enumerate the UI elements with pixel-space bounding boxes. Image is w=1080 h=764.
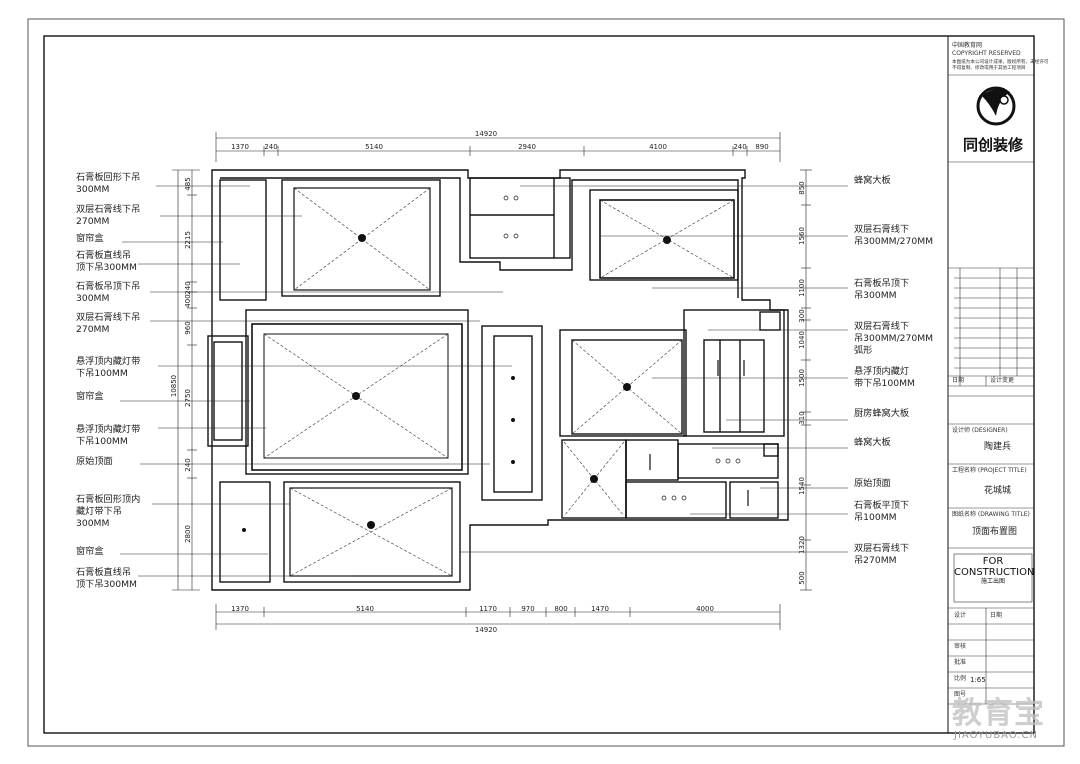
construction-stamp: FOR CONSTRUCTION 施工出图 <box>954 556 1035 586</box>
title-block-note: 本图纸为本公司设计成果，版权所有，未经许可 不得复制、修改或用于其他工程项目 <box>952 60 1049 71</box>
dim-bottom-0: 1370 <box>231 605 249 613</box>
left-label-6: 悬浮顶内藏灯带 下吊100MM <box>76 356 141 379</box>
dim-left-2: 240 <box>184 281 192 294</box>
dim-left-4: 960 <box>184 321 192 334</box>
dim-top-3: 2940 <box>518 143 536 151</box>
right-label-3: 双层石膏线下 吊300MM/270MM 弧形 <box>854 321 934 356</box>
left-label-3: 石膏板直线吊 顶下吊300MM <box>76 250 137 273</box>
dim-right-4: 1040 <box>798 331 806 349</box>
row-4-a: 图号 <box>954 691 967 698</box>
right-label-6: 蜂窝大板 <box>854 437 891 448</box>
title-block-small-left: 日期 <box>952 377 965 384</box>
right-label-2: 石膏板吊顶下 吊300MM <box>854 278 910 301</box>
dim-bottom-6: 4000 <box>696 605 714 613</box>
left-label-9: 原始顶面 <box>76 456 113 467</box>
left-label-11: 窗帘盒 <box>76 546 104 557</box>
dim-bottom-2: 1170 <box>479 605 497 613</box>
row-3-b: 1:65 <box>970 676 986 684</box>
dim-overall-height: 10850 <box>170 375 178 397</box>
dim-top-1: 240 <box>264 143 277 151</box>
company-logo <box>976 86 1016 126</box>
left-label-2: 窗帘盒 <box>76 233 104 244</box>
dim-bottom-5: 1470 <box>591 605 609 613</box>
dim-top-0: 1370 <box>231 143 249 151</box>
row-2-a: 批准 <box>954 659 967 666</box>
right-label-9: 双层石膏线下 吊270MM <box>854 543 910 566</box>
left-label-8: 悬浮顶内藏灯带 下吊100MM <box>76 424 141 447</box>
dim-bottom-3: 970 <box>521 605 534 613</box>
right-label-1: 双层石膏线下 吊300MM/270MM <box>854 224 934 247</box>
left-label-1: 双层石膏线下吊 270MM <box>76 204 141 227</box>
watermark-url: JIAOYUBAO.CN <box>954 730 1038 741</box>
row-0-b: 日期 <box>990 612 1003 619</box>
dim-right-1: 1560 <box>798 227 806 245</box>
dim-left-3: 400 <box>184 294 192 307</box>
right-label-0: 蜂窝大板 <box>854 175 891 186</box>
logo-text: 同创装修 <box>962 136 1023 154</box>
stamp-line-1: FOR <box>982 556 1004 567</box>
dim-right-0: 850 <box>798 181 806 194</box>
row-3-a: 比例 <box>954 675 967 682</box>
watermark-logo: 教育宝 <box>952 696 1045 731</box>
stamp-line-3: 施工出图 <box>980 578 1005 585</box>
dim-left-7: 2800 <box>184 525 192 543</box>
project-label: 工程名称 (PROJECT TITLE) <box>952 467 1027 474</box>
dim-top-5: 240 <box>733 143 746 151</box>
stamp-line-2: CONSTRUCTION <box>954 567 1035 578</box>
left-label-12: 石膏板直线吊 顶下吊300MM <box>76 567 137 590</box>
project-value: 花城城 <box>984 486 1012 496</box>
dim-top-4: 4100 <box>649 143 667 151</box>
right-label-8: 石膏板平顶下 吊100MM <box>854 500 910 523</box>
dim-right-8: 1320 <box>798 536 806 554</box>
dim-right-7: 1540 <box>798 477 806 495</box>
dim-left-6: 240 <box>184 458 192 471</box>
drawing-value: 顶面布置图 <box>972 527 1018 537</box>
row-0-a: 设计 <box>954 612 967 619</box>
dim-overall-width-top: 14920 <box>475 130 497 138</box>
left-label-10: 石膏板回形顶内 藏灯带下吊 300MM <box>76 494 141 529</box>
right-label-5: 厨房蜂窝大板 <box>854 408 910 419</box>
dim-top-2: 5140 <box>365 143 383 151</box>
row-1-a: 审核 <box>954 643 967 650</box>
dim-right-2: 1100 <box>798 279 806 297</box>
dim-left-5: 2750 <box>184 389 192 407</box>
title-block-small-right: 设计变更 <box>990 377 1015 384</box>
dim-overall-width-bottom: 14920 <box>475 626 497 634</box>
left-label-0: 石膏板回形下吊 300MM <box>76 172 141 195</box>
designer-value: 陶建兵 <box>984 442 1012 452</box>
right-label-7: 原始顶面 <box>854 478 891 489</box>
dim-right-5: 1500 <box>798 369 806 387</box>
dim-left-0: 485 <box>184 177 192 190</box>
dim-top-6: 890 <box>755 143 768 151</box>
right-label-4: 悬浮顶内藏灯 带下吊100MM <box>854 366 915 389</box>
dim-right-3: 300 <box>798 309 806 322</box>
drawing-label: 图纸名称 (DRAWING TITLE) <box>952 511 1030 518</box>
designer-label: 设计师 (DESIGNER) <box>952 427 1008 434</box>
dim-left-1: 2215 <box>184 231 192 249</box>
dim-right-6: 310 <box>798 411 806 424</box>
left-label-7: 窗帘盒 <box>76 391 104 402</box>
dim-right-9: 500 <box>798 571 806 584</box>
left-label-4: 石膏板吊顶下吊 300MM <box>76 281 141 304</box>
left-label-5: 双层石膏线下吊 270MM <box>76 312 141 335</box>
title-block-company: 中国教育网 COPYRIGHT RESERVED <box>952 42 1021 57</box>
dim-bottom-1: 5140 <box>356 605 374 613</box>
dim-bottom-4: 800 <box>554 605 567 613</box>
